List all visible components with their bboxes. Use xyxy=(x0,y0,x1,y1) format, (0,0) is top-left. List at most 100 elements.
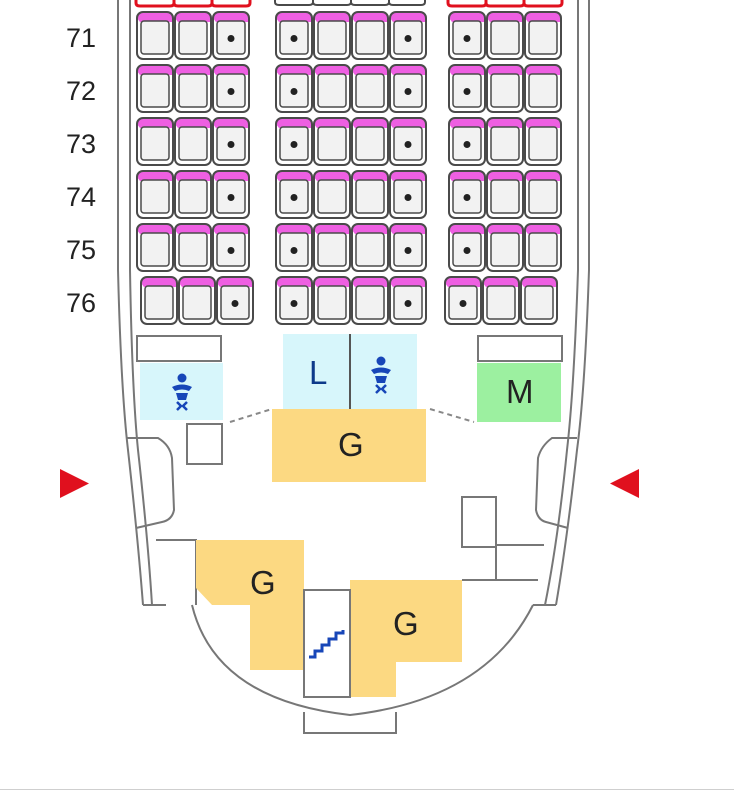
seat[interactable] xyxy=(524,223,562,272)
seat[interactable] xyxy=(174,11,212,60)
seat[interactable] xyxy=(389,11,427,60)
seat-marker xyxy=(227,194,235,201)
seat[interactable] xyxy=(389,64,427,113)
seat[interactable] xyxy=(520,276,558,325)
seat-headrest xyxy=(390,277,426,287)
seat[interactable] xyxy=(212,64,250,113)
seat-headrest xyxy=(276,171,312,181)
seat[interactable] xyxy=(389,117,427,166)
seat[interactable] xyxy=(351,276,389,325)
meal-area[interactable] xyxy=(477,363,561,422)
seat-frame xyxy=(313,276,351,325)
seat[interactable] xyxy=(486,117,524,166)
seat[interactable] xyxy=(351,117,389,166)
seat[interactable] xyxy=(313,117,351,166)
seat[interactable] xyxy=(174,223,212,272)
seat[interactable] xyxy=(216,276,254,325)
seat[interactable] xyxy=(448,64,486,113)
seat-frame xyxy=(448,64,486,113)
exit-arrow-left-icon xyxy=(60,469,89,498)
seat[interactable] xyxy=(448,223,486,272)
seat[interactable] xyxy=(212,117,250,166)
seat[interactable] xyxy=(524,170,562,219)
seat-headrest xyxy=(314,277,350,287)
seat[interactable] xyxy=(136,223,174,272)
baby-change-left[interactable] xyxy=(140,363,223,420)
seat[interactable] xyxy=(351,11,389,60)
curtains xyxy=(229,408,475,423)
seat[interactable] xyxy=(389,170,427,219)
seat[interactable] xyxy=(275,11,313,60)
seat-frame xyxy=(275,117,313,166)
seat[interactable] xyxy=(174,64,212,113)
seat[interactable] xyxy=(389,276,427,325)
seat[interactable] xyxy=(389,223,427,272)
restricted-seat-8[interactable] xyxy=(484,0,526,8)
seat[interactable] xyxy=(136,11,174,60)
restricted-seat-3[interactable] xyxy=(210,0,252,8)
seat-top-6[interactable] xyxy=(350,0,390,6)
seat[interactable] xyxy=(275,223,313,272)
seat[interactable] xyxy=(313,223,351,272)
seat[interactable] xyxy=(482,276,520,325)
seat[interactable] xyxy=(444,276,482,325)
seat[interactable] xyxy=(136,170,174,219)
seat[interactable] xyxy=(524,11,562,60)
seat[interactable] xyxy=(212,11,250,60)
seat[interactable] xyxy=(351,223,389,272)
lavatory[interactable] xyxy=(283,334,350,409)
seat-frame xyxy=(389,223,427,272)
seat-cushion xyxy=(355,179,385,214)
seat[interactable] xyxy=(174,170,212,219)
seat[interactable] xyxy=(524,117,562,166)
seat[interactable] xyxy=(313,170,351,219)
seat[interactable] xyxy=(448,117,486,166)
seat-frame xyxy=(448,117,486,166)
seat[interactable] xyxy=(486,223,524,272)
middle-seats-top xyxy=(274,0,426,6)
seat[interactable] xyxy=(486,11,524,60)
galley-upper[interactable] xyxy=(272,409,426,482)
galley-lower-right[interactable] xyxy=(350,580,462,697)
seat[interactable] xyxy=(351,64,389,113)
seat-frame xyxy=(482,276,520,325)
seat-top-4[interactable] xyxy=(274,0,314,6)
seat[interactable] xyxy=(212,223,250,272)
seat[interactable] xyxy=(140,276,178,325)
seat-top-7[interactable] xyxy=(388,0,426,6)
seat[interactable] xyxy=(486,64,524,113)
seat-top-5[interactable] xyxy=(312,0,352,6)
seat[interactable] xyxy=(275,64,313,113)
seat[interactable] xyxy=(313,64,351,113)
restricted-seat-7[interactable] xyxy=(446,0,488,8)
seat[interactable] xyxy=(212,170,250,219)
seat[interactable] xyxy=(178,276,216,325)
seat[interactable] xyxy=(448,11,486,60)
seat[interactable] xyxy=(136,64,174,113)
seat[interactable] xyxy=(524,64,562,113)
seat-headrest xyxy=(213,224,249,234)
seat[interactable] xyxy=(275,276,313,325)
galley-lower-left[interactable] xyxy=(196,540,304,670)
seat[interactable] xyxy=(275,170,313,219)
galley-lower-left-label: G xyxy=(250,564,276,601)
seat-headrest xyxy=(175,65,211,75)
restricted-seat-9[interactable] xyxy=(522,0,564,8)
restricted-seats-top xyxy=(134,0,564,8)
restricted-seat-1[interactable] xyxy=(134,0,176,8)
seat-frame xyxy=(448,170,486,219)
seat-cushion xyxy=(528,73,558,108)
restricted-seat-2[interactable] xyxy=(172,0,214,8)
seat[interactable] xyxy=(448,170,486,219)
seat[interactable] xyxy=(136,117,174,166)
seat-cushion xyxy=(528,20,558,55)
seat[interactable] xyxy=(313,276,351,325)
seat[interactable] xyxy=(486,170,524,219)
seat-frame xyxy=(524,117,562,166)
seat[interactable] xyxy=(275,117,313,166)
seat[interactable] xyxy=(174,117,212,166)
seat[interactable] xyxy=(313,11,351,60)
seat[interactable] xyxy=(351,170,389,219)
seat-frame xyxy=(174,223,212,272)
seat-frame xyxy=(136,11,174,60)
